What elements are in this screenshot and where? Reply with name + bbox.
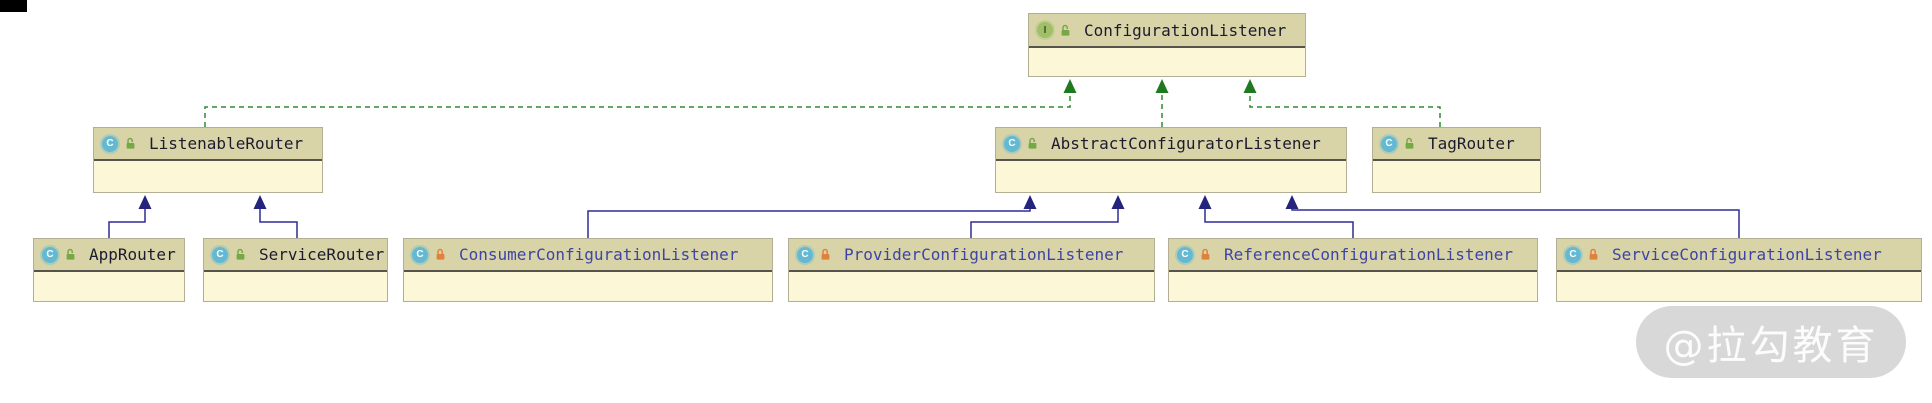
class-icon: C <box>412 246 428 263</box>
public-lock-icon <box>126 137 135 149</box>
extends-arrowhead-icon <box>1023 195 1037 209</box>
class-box-providerconfigurationlistener[interactable]: C ProviderConfigurationListener <box>788 238 1155 302</box>
class-name: ProviderConfigurationListener <box>844 245 1124 264</box>
edge-listenablerouter-implements-configurationlistener <box>204 93 1071 127</box>
class-name: ReferenceConfigurationListener <box>1224 245 1513 264</box>
implements-arrowhead-icon <box>1243 79 1257 93</box>
class-icon: C <box>1381 135 1397 152</box>
private-lock-icon <box>1589 248 1598 260</box>
edge-tagrouter-implements-configurationlistener <box>1249 93 1441 127</box>
class-icon: C <box>1565 246 1581 263</box>
class-box-tagrouter[interactable]: C TagRouter <box>1372 127 1541 193</box>
class-header: C TagRouter <box>1373 128 1540 161</box>
class-header: C AbstractConfiguratorListener <box>996 128 1346 161</box>
private-lock-icon <box>821 248 830 260</box>
edge-consumerconfigurationlistener-extends-abstractconfiguratorlistener <box>587 209 1031 238</box>
class-header: I ConfigurationListener <box>1029 14 1305 48</box>
edge-referenceconfigurationlistener-extends-abstractconfiguratorlistener <box>1204 209 1354 238</box>
edge-servicerouter-extends-listenablerouter <box>259 209 298 238</box>
class-box-serviceconfigurationlistener[interactable]: C ServiceConfigurationListener <box>1556 238 1922 302</box>
class-icon: C <box>797 246 813 263</box>
implements-arrowhead-icon <box>1063 79 1077 93</box>
class-box-configurationlistener[interactable]: I ConfigurationListener <box>1028 13 1306 77</box>
class-name: AppRouter <box>89 245 176 264</box>
class-name: TagRouter <box>1428 134 1515 153</box>
extends-arrowhead-icon <box>1111 195 1125 209</box>
extends-arrowhead-icon <box>253 195 267 209</box>
class-name: AbstractConfiguratorListener <box>1051 134 1321 153</box>
class-icon: C <box>1177 246 1193 263</box>
class-header: C ConsumerConfigurationListener <box>404 239 772 272</box>
class-name: ConfigurationListener <box>1084 20 1287 40</box>
class-icon: C <box>212 246 228 263</box>
public-lock-icon <box>1028 137 1037 149</box>
edge-providerconfigurationlistener-extends-abstractconfiguratorlistener <box>970 209 1119 238</box>
private-lock-icon <box>436 248 445 260</box>
class-header: C ListenableRouter <box>94 128 322 161</box>
public-lock-icon <box>236 248 245 260</box>
public-lock-icon <box>1405 137 1414 149</box>
extends-arrowhead-icon <box>1198 195 1212 209</box>
class-box-listenablerouter[interactable]: C ListenableRouter <box>93 127 323 193</box>
class-icon: C <box>42 246 58 263</box>
public-lock-icon <box>66 248 75 260</box>
class-name: ListenableRouter <box>149 134 304 153</box>
class-box-approuter[interactable]: C AppRouter <box>33 238 185 302</box>
interface-icon: I <box>1037 22 1053 38</box>
corner-black-block <box>0 0 27 12</box>
private-lock-icon <box>1201 248 1210 260</box>
class-box-consumerconfigurationlistener[interactable]: C ConsumerConfigurationListener <box>403 238 773 302</box>
implements-arrowhead-icon <box>1155 79 1169 93</box>
class-box-referenceconfigurationlistener[interactable]: C ReferenceConfigurationListener <box>1168 238 1538 302</box>
class-icon: C <box>102 135 118 152</box>
extends-arrowhead-icon <box>1285 195 1299 209</box>
class-icon: C <box>1004 135 1020 152</box>
class-name: ServiceRouter <box>259 245 385 264</box>
class-header: C ServiceRouter <box>204 239 387 272</box>
class-box-abstractconfiguratorlistener[interactable]: C AbstractConfiguratorListener <box>995 127 1347 193</box>
edge-serviceconfigurationlistener-extends-abstractconfiguratorlistener <box>1291 209 1740 238</box>
class-header: C ServiceConfigurationListener <box>1557 239 1921 272</box>
watermark-badge: @拉勾教育 <box>1636 306 1906 378</box>
class-header: C ProviderConfigurationListener <box>789 239 1154 272</box>
watermark-text: @拉勾教育 <box>1663 323 1879 369</box>
class-name: ServiceConfigurationListener <box>1612 245 1882 264</box>
extends-arrowhead-icon <box>138 195 152 209</box>
class-box-servicerouter[interactable]: C ServiceRouter <box>203 238 388 302</box>
class-header: C ReferenceConfigurationListener <box>1169 239 1537 272</box>
edge-approuter-extends-listenablerouter <box>108 209 146 238</box>
class-header: C AppRouter <box>34 239 184 272</box>
class-name: ConsumerConfigurationListener <box>459 245 739 264</box>
public-lock-icon <box>1061 24 1070 36</box>
